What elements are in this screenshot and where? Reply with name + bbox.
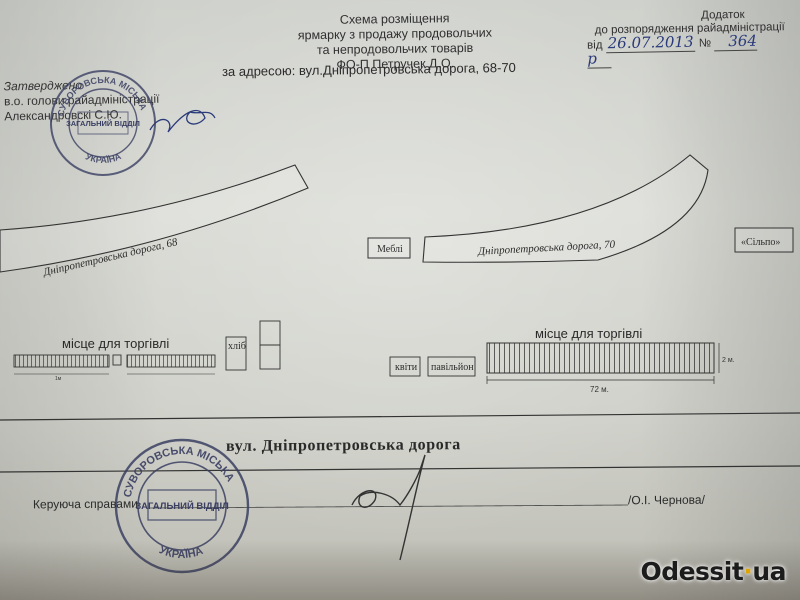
site-watermark: Odessit·ua bbox=[640, 557, 786, 586]
khlib-kiosk bbox=[225, 336, 247, 371]
pavilion bbox=[427, 356, 476, 377]
watermark-tld: ua bbox=[752, 557, 786, 586]
left-small-dimension: 1м bbox=[55, 376, 62, 382]
page-shadow bbox=[0, 540, 800, 600]
building-road-70 bbox=[422, 154, 709, 263]
street-name: вул. Дніпропетровська дорога bbox=[225, 436, 461, 455]
manager-label: Керуюча справами bbox=[32, 496, 138, 512]
double-kiosk-top bbox=[259, 320, 281, 346]
trade-stalls-left-b bbox=[126, 354, 216, 368]
length-dimension: 72 м. bbox=[590, 385, 609, 394]
pavilion-label: павільйон bbox=[431, 362, 474, 373]
watermark-name: Odessit bbox=[640, 557, 744, 586]
width-dimension: 2 м. bbox=[722, 357, 735, 364]
street-line-bottom bbox=[0, 465, 800, 473]
kvity-kiosk bbox=[389, 356, 421, 377]
building-road-68 bbox=[0, 164, 309, 273]
mebli-building bbox=[367, 237, 411, 259]
signer-name: /О.І. Чернова/ bbox=[627, 492, 705, 508]
signature-line bbox=[149, 504, 629, 509]
double-kiosk-bottom bbox=[259, 344, 281, 370]
trade-area-right-label: місце для торгівлі bbox=[535, 326, 642, 341]
watermark-dot: · bbox=[743, 557, 753, 586]
silpo-label: «Сільпо» bbox=[741, 237, 780, 248]
manager-signature bbox=[351, 454, 426, 561]
small-kiosk bbox=[112, 354, 122, 366]
street-line-top bbox=[0, 412, 800, 421]
khlib-label: хліб bbox=[228, 341, 246, 352]
trade-stalls-right bbox=[486, 342, 715, 374]
silpo-building bbox=[734, 227, 794, 253]
mebli-label: Меблі bbox=[377, 244, 403, 255]
approval-signature bbox=[149, 109, 216, 133]
trade-stalls-left-a bbox=[13, 354, 110, 368]
kvity-label: квіти bbox=[395, 362, 418, 373]
trade-area-left-label: місце для торгівлі bbox=[62, 336, 169, 351]
